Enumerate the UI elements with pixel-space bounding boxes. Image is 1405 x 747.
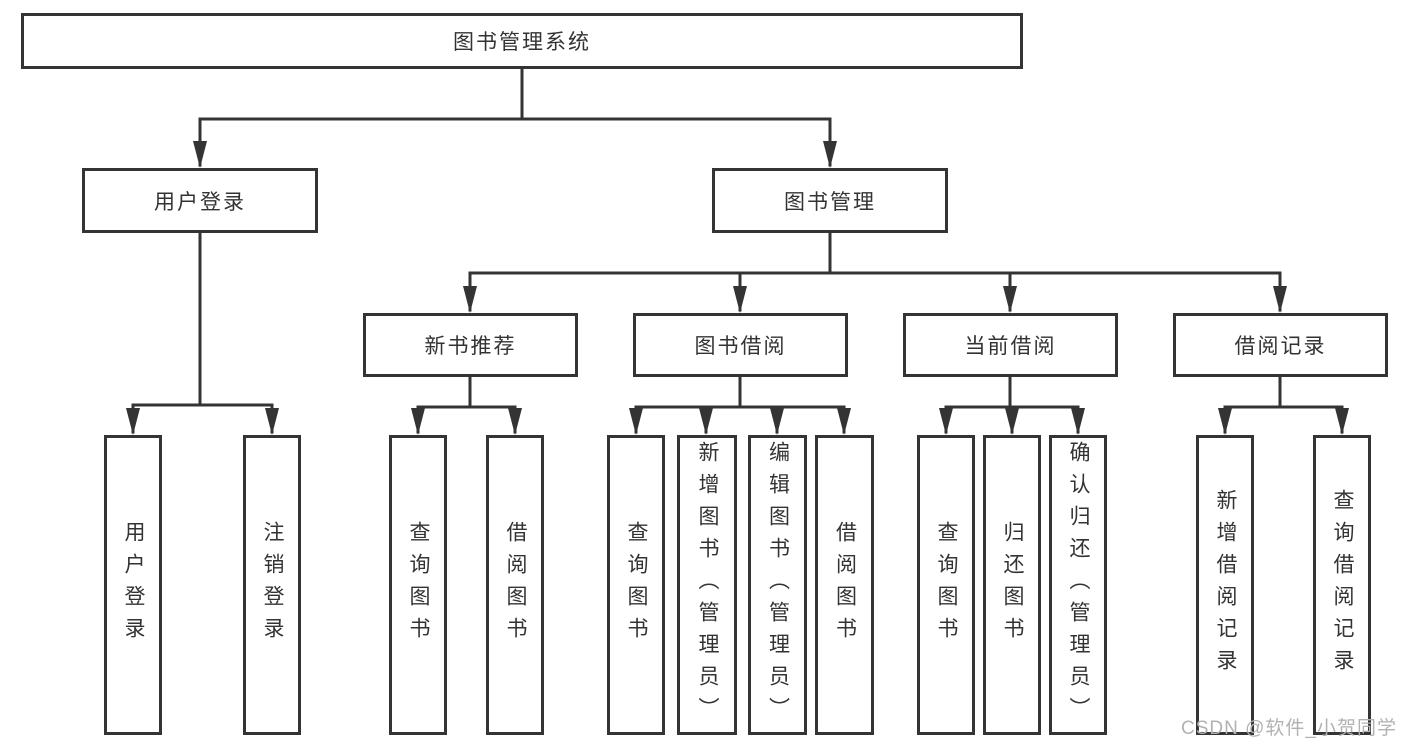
leaf-borrow-books-borrowing: 借阅图书 [815,435,874,735]
tree-edges [131,67,1344,434]
leaf-label: 查询图书 [935,521,959,649]
leaf-add-books-admin: 新增图书（管理员） [677,435,737,735]
arrowheads [126,141,1349,435]
leaf-label: 新增借阅记录 [1214,489,1238,681]
node-book-management: 图书管理 [712,168,948,233]
leaf-return-books: 归还图书 [983,435,1041,735]
leaf-query-books-current: 查询图书 [917,435,975,735]
leaf-label: 借阅图书 [504,521,528,649]
leaf-label: 用户登录 [122,521,146,649]
leaf-label: 新增图书（管理员） [696,441,720,729]
node-user-login: 用户登录 [82,168,318,233]
node-root: 图书管理系统 [21,13,1023,69]
node-book-borrowing: 图书借阅 [633,313,848,377]
node-new-book-recommend: 新书推荐 [363,313,578,377]
leaf-label: 借阅图书 [833,521,857,649]
leaf-query-borrow-record: 查询借阅记录 [1313,435,1371,735]
leaf-confirm-return-admin: 确认归还（管理员） [1049,435,1107,735]
leaf-label: 查询图书 [407,521,431,649]
leaf-label: 编辑图书（管理员） [766,441,790,729]
leaf-label: 查询图书 [625,521,649,649]
leaf-logout: 注销登录 [243,435,301,735]
leaf-edit-books-admin: 编辑图书（管理员） [748,435,807,735]
leaf-query-books-recommend: 查询图书 [389,435,447,735]
node-current-borrowing: 当前借阅 [903,313,1118,377]
leaf-label: 注销登录 [261,521,285,649]
leaf-label: 确认归还（管理员） [1067,441,1091,729]
leaf-label: 查询借阅记录 [1331,489,1355,681]
watermark: CSDN @软件_小贺同学 [1181,718,1397,739]
leaf-query-books-borrowing: 查询图书 [607,435,665,735]
leaf-add-borrow-record: 新增借阅记录 [1196,435,1254,735]
leaf-label: 归还图书 [1001,521,1025,649]
leaf-borrow-books-recommend: 借阅图书 [486,435,544,735]
node-borrowing-records: 借阅记录 [1173,313,1388,377]
leaf-user-login: 用户登录 [104,435,162,735]
